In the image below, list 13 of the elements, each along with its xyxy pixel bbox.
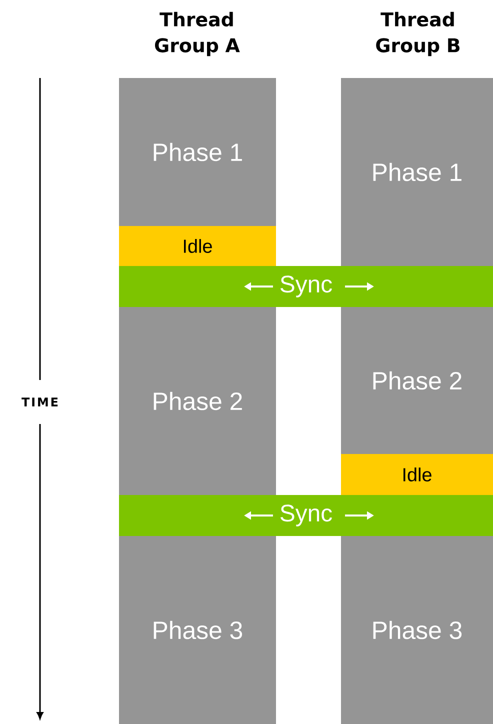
phase-box: Phase 3 (119, 536, 276, 724)
sync-band: Sync (119, 495, 493, 536)
sync-band: Sync (119, 266, 493, 307)
column-heading: Thread Group A (155, 12, 240, 56)
phase-box: Phase 2 (119, 307, 276, 495)
phase-box: Phase 1 (119, 78, 276, 226)
phase-box: Phase 3 (341, 536, 493, 724)
column-heading: Thread Group B (376, 12, 460, 56)
idle-box: Idle (119, 226, 276, 266)
axis-label: TIME (22, 398, 58, 406)
idle-box: Idle (341, 454, 493, 495)
phase-box: Phase 1 (341, 78, 493, 266)
phase-box: Phase 2 (341, 307, 493, 454)
